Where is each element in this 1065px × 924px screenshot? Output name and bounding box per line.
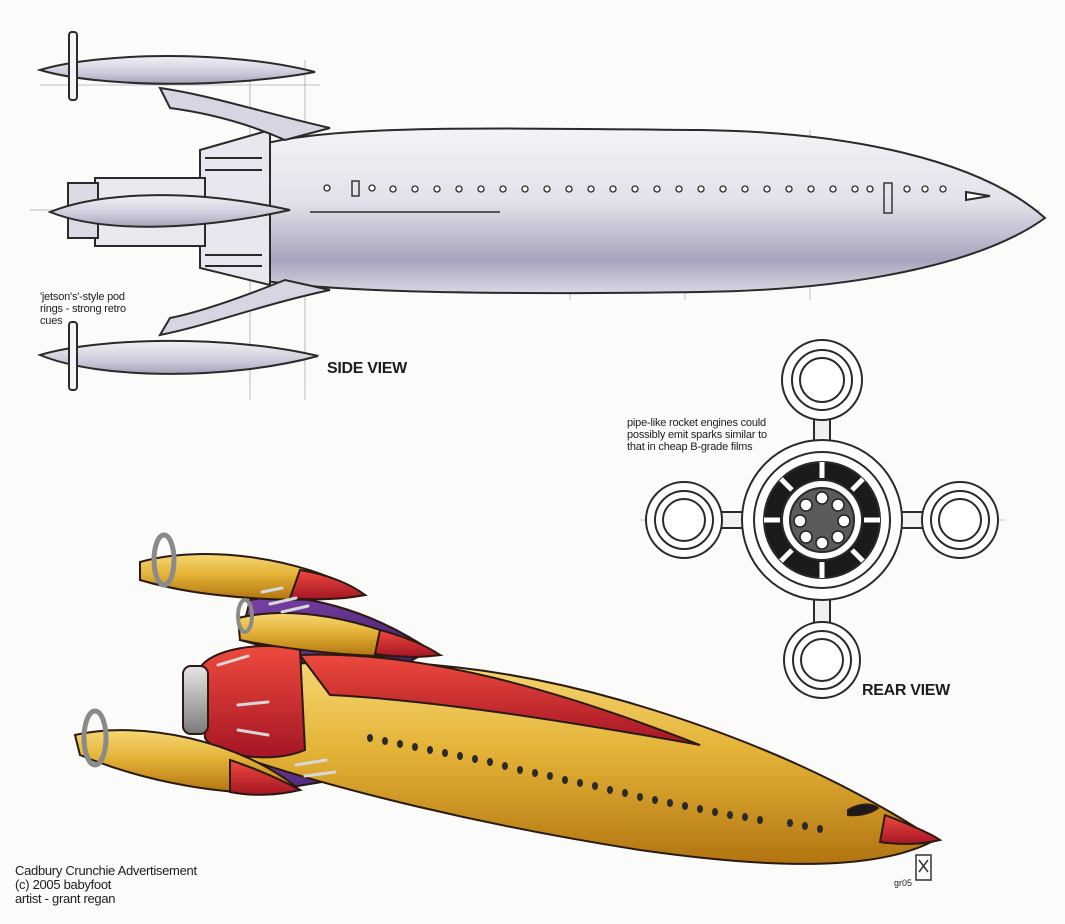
side-view-label: SIDE VIEW (327, 360, 407, 377)
rear-view-sketch (640, 339, 1005, 699)
artist-signature-mark (915, 854, 932, 881)
rocket-engines-annotation: pipe-like rocket engines could possibly … (627, 417, 767, 453)
rear-view-label: REAR VIEW (862, 682, 950, 699)
artist-signature: gr05 (894, 878, 913, 888)
credit-block: Cadbury Crunchie Advertisement (c) 2005 … (15, 864, 197, 906)
credit-line-3: artist - grant regan (15, 891, 116, 906)
credit-line-1: Cadbury Crunchie Advertisement (15, 863, 197, 878)
credit-line-2: (c) 2005 babyfoot (15, 877, 112, 892)
side-view-sketch (30, 31, 1047, 400)
pod-rings-annotation: 'jetson's'-style pod rings - strong retr… (40, 291, 126, 327)
color-render (73, 532, 943, 865)
